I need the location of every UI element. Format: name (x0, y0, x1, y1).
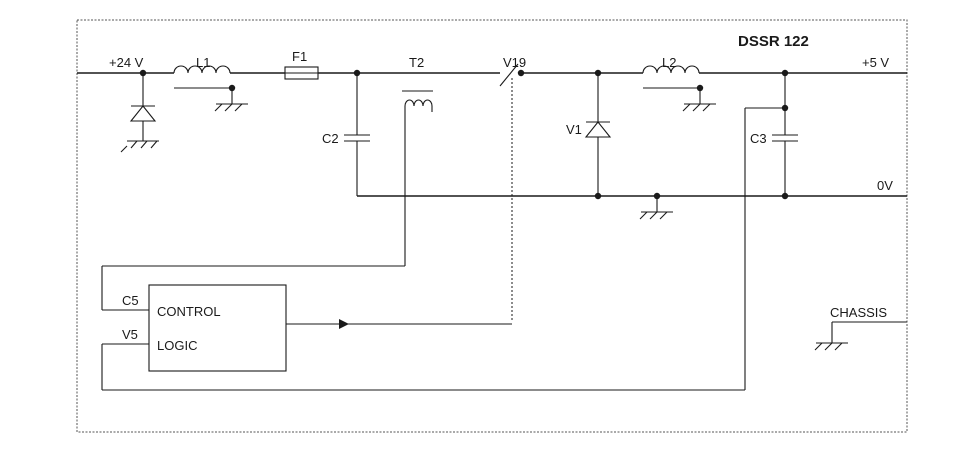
l2-inductor (642, 65, 704, 104)
c2-capacitor (344, 73, 370, 196)
v5-label: V5 (122, 327, 138, 342)
input-diode (129, 73, 157, 141)
v1-diode (584, 73, 612, 196)
l1-inductor (173, 65, 236, 104)
ground-symbol (682, 103, 716, 112)
v1-label: V1 (566, 122, 582, 137)
t2-transformer (402, 90, 433, 266)
v1-ground-node (594, 192, 602, 200)
control-logic-block (148, 284, 287, 372)
c5-label: C5 (122, 293, 139, 308)
v19-switch (499, 63, 525, 322)
t2-label: T2 (409, 55, 424, 70)
module-outline (76, 19, 908, 433)
control-label: CONTROL (157, 304, 221, 319)
input-voltage-label: +24 V (109, 55, 144, 70)
chassis-label: CHASSIS (830, 305, 887, 320)
v19-label: V19 (503, 55, 526, 70)
c3-label: C3 (750, 131, 767, 146)
chassis-ground (814, 321, 907, 351)
f1-label: F1 (292, 49, 307, 64)
logic-label: LOGIC (157, 338, 197, 353)
arrow-icon (339, 319, 349, 329)
l1-label: L1 (196, 55, 210, 70)
ground-rail-label: 0V (877, 178, 893, 193)
c3-ground-node (781, 192, 789, 200)
l2-label: L2 (662, 55, 676, 70)
output-voltage-label: +5 V (862, 55, 889, 70)
c2-label: C2 (322, 131, 339, 146)
c3-capacitor (772, 73, 798, 196)
module-title: DSSR 122 (738, 33, 809, 50)
ground-symbol (214, 103, 248, 112)
ground-symbol (639, 211, 673, 220)
ground-symbol (120, 140, 159, 153)
